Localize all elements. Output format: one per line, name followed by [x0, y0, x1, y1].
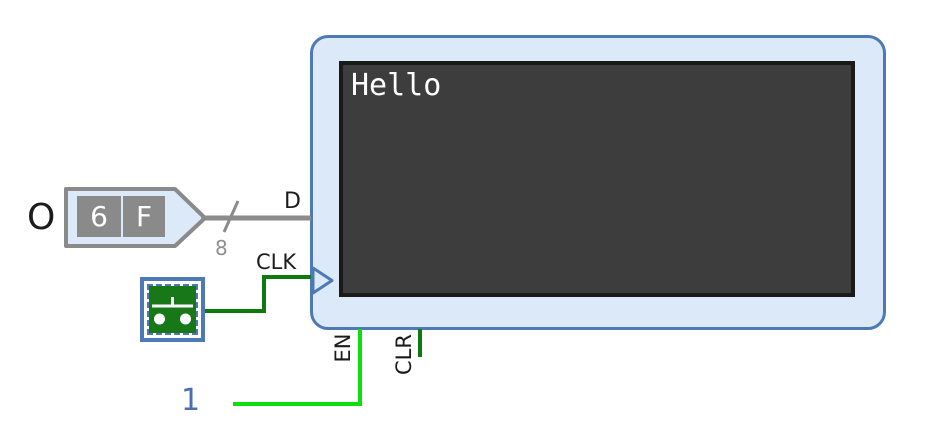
- hex-digit-low[interactable]: F: [123, 196, 165, 237]
- bus-width-label: 8: [215, 236, 228, 260]
- constant-one-label: 1: [181, 383, 201, 418]
- hex-digit-high[interactable]: 6: [77, 196, 121, 237]
- wire-clk: [205, 275, 311, 313]
- terminal-screen: Hello: [339, 61, 855, 297]
- pin-label-en: EN: [331, 333, 355, 363]
- pin-label-clk: CLK: [256, 250, 297, 274]
- probe-label: O: [27, 197, 56, 238]
- pin-label-clr: CLR: [392, 334, 416, 375]
- push-button[interactable]: [140, 277, 205, 342]
- pin-label-d: D: [284, 189, 301, 214]
- push-button-icon: [152, 297, 193, 325]
- push-button-face[interactable]: [147, 284, 198, 335]
- bus-width-slash: [222, 200, 240, 233]
